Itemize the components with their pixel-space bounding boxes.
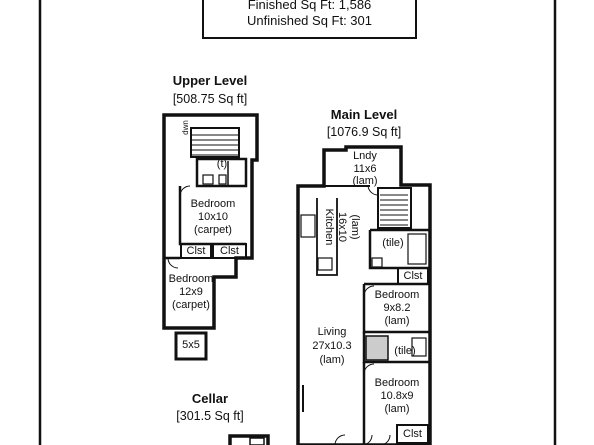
upper-level-title: Upper Level [172, 73, 248, 88]
main-closet-label: Clst [403, 270, 423, 282]
kitchen-name: Kitchen [323, 208, 335, 246]
upper-bedroom1-size: 10x10 [198, 211, 228, 223]
kitchen-floor: (lam) [349, 214, 361, 240]
upper-level-plan [162, 113, 259, 361]
upper-bedroom2-size: 12x9 [179, 286, 203, 298]
laundry-floor: (lam) [352, 175, 378, 187]
main-bedroom1-name: Bedroom [374, 289, 420, 301]
page-border [38, 0, 557, 445]
living-floor: (lam) [319, 354, 345, 366]
main-bedroom2-size: 10.8x9 [380, 390, 414, 402]
upper-bedroom2-floor: (carpet) [172, 299, 210, 311]
living-name: Living [317, 326, 347, 338]
main-bedroom2-name: Bedroom [374, 377, 420, 389]
upper-closet2-label: Clst [220, 245, 239, 257]
upper-bedroom1-floor: (carpet) [194, 224, 232, 236]
upper-bedroom2-name: Bedroom [168, 273, 214, 285]
laundry-name: Lndy [353, 150, 377, 162]
upper-stair-label: dwn [180, 120, 190, 135]
main-bath1-label: (tile) [382, 237, 404, 249]
laundry-size: 11x6 [353, 163, 377, 175]
finished-sqft: Finished Sq Ft: 1,586 [247, 0, 372, 12]
upper-balcony-label: 5x5 [182, 339, 200, 351]
main-bath2-label: (tile) [394, 345, 416, 357]
cellar-area: [301.5 Sq ft] [176, 409, 244, 423]
upper-closet1-label: Clst [186, 245, 206, 257]
main-level-title: Main Level [330, 107, 398, 122]
upper-level-area: [508.75 Sq ft] [172, 92, 248, 106]
unfinished-sqft: Unfinished Sq Ft: 301 [246, 13, 373, 28]
main-bedroom1-size: 9x8.2 [383, 302, 411, 314]
main-closet2-label: Clst [403, 428, 422, 440]
upper-bedroom1-name: Bedroom [190, 198, 236, 210]
cellar-plan [228, 434, 270, 445]
upper-bath-label: (t) [216, 158, 228, 170]
main-bedroom1-floor: (lam) [384, 315, 410, 327]
summary-box [202, 0, 417, 39]
main-level-plan [296, 145, 432, 445]
main-level-area: [1076.9 Sq ft] [326, 125, 402, 139]
main-bedroom2-floor: (lam) [384, 403, 410, 415]
cellar-title: Cellar [191, 391, 229, 406]
kitchen-size: 16x10 [336, 212, 348, 242]
living-size: 27x10.3 [312, 340, 352, 352]
